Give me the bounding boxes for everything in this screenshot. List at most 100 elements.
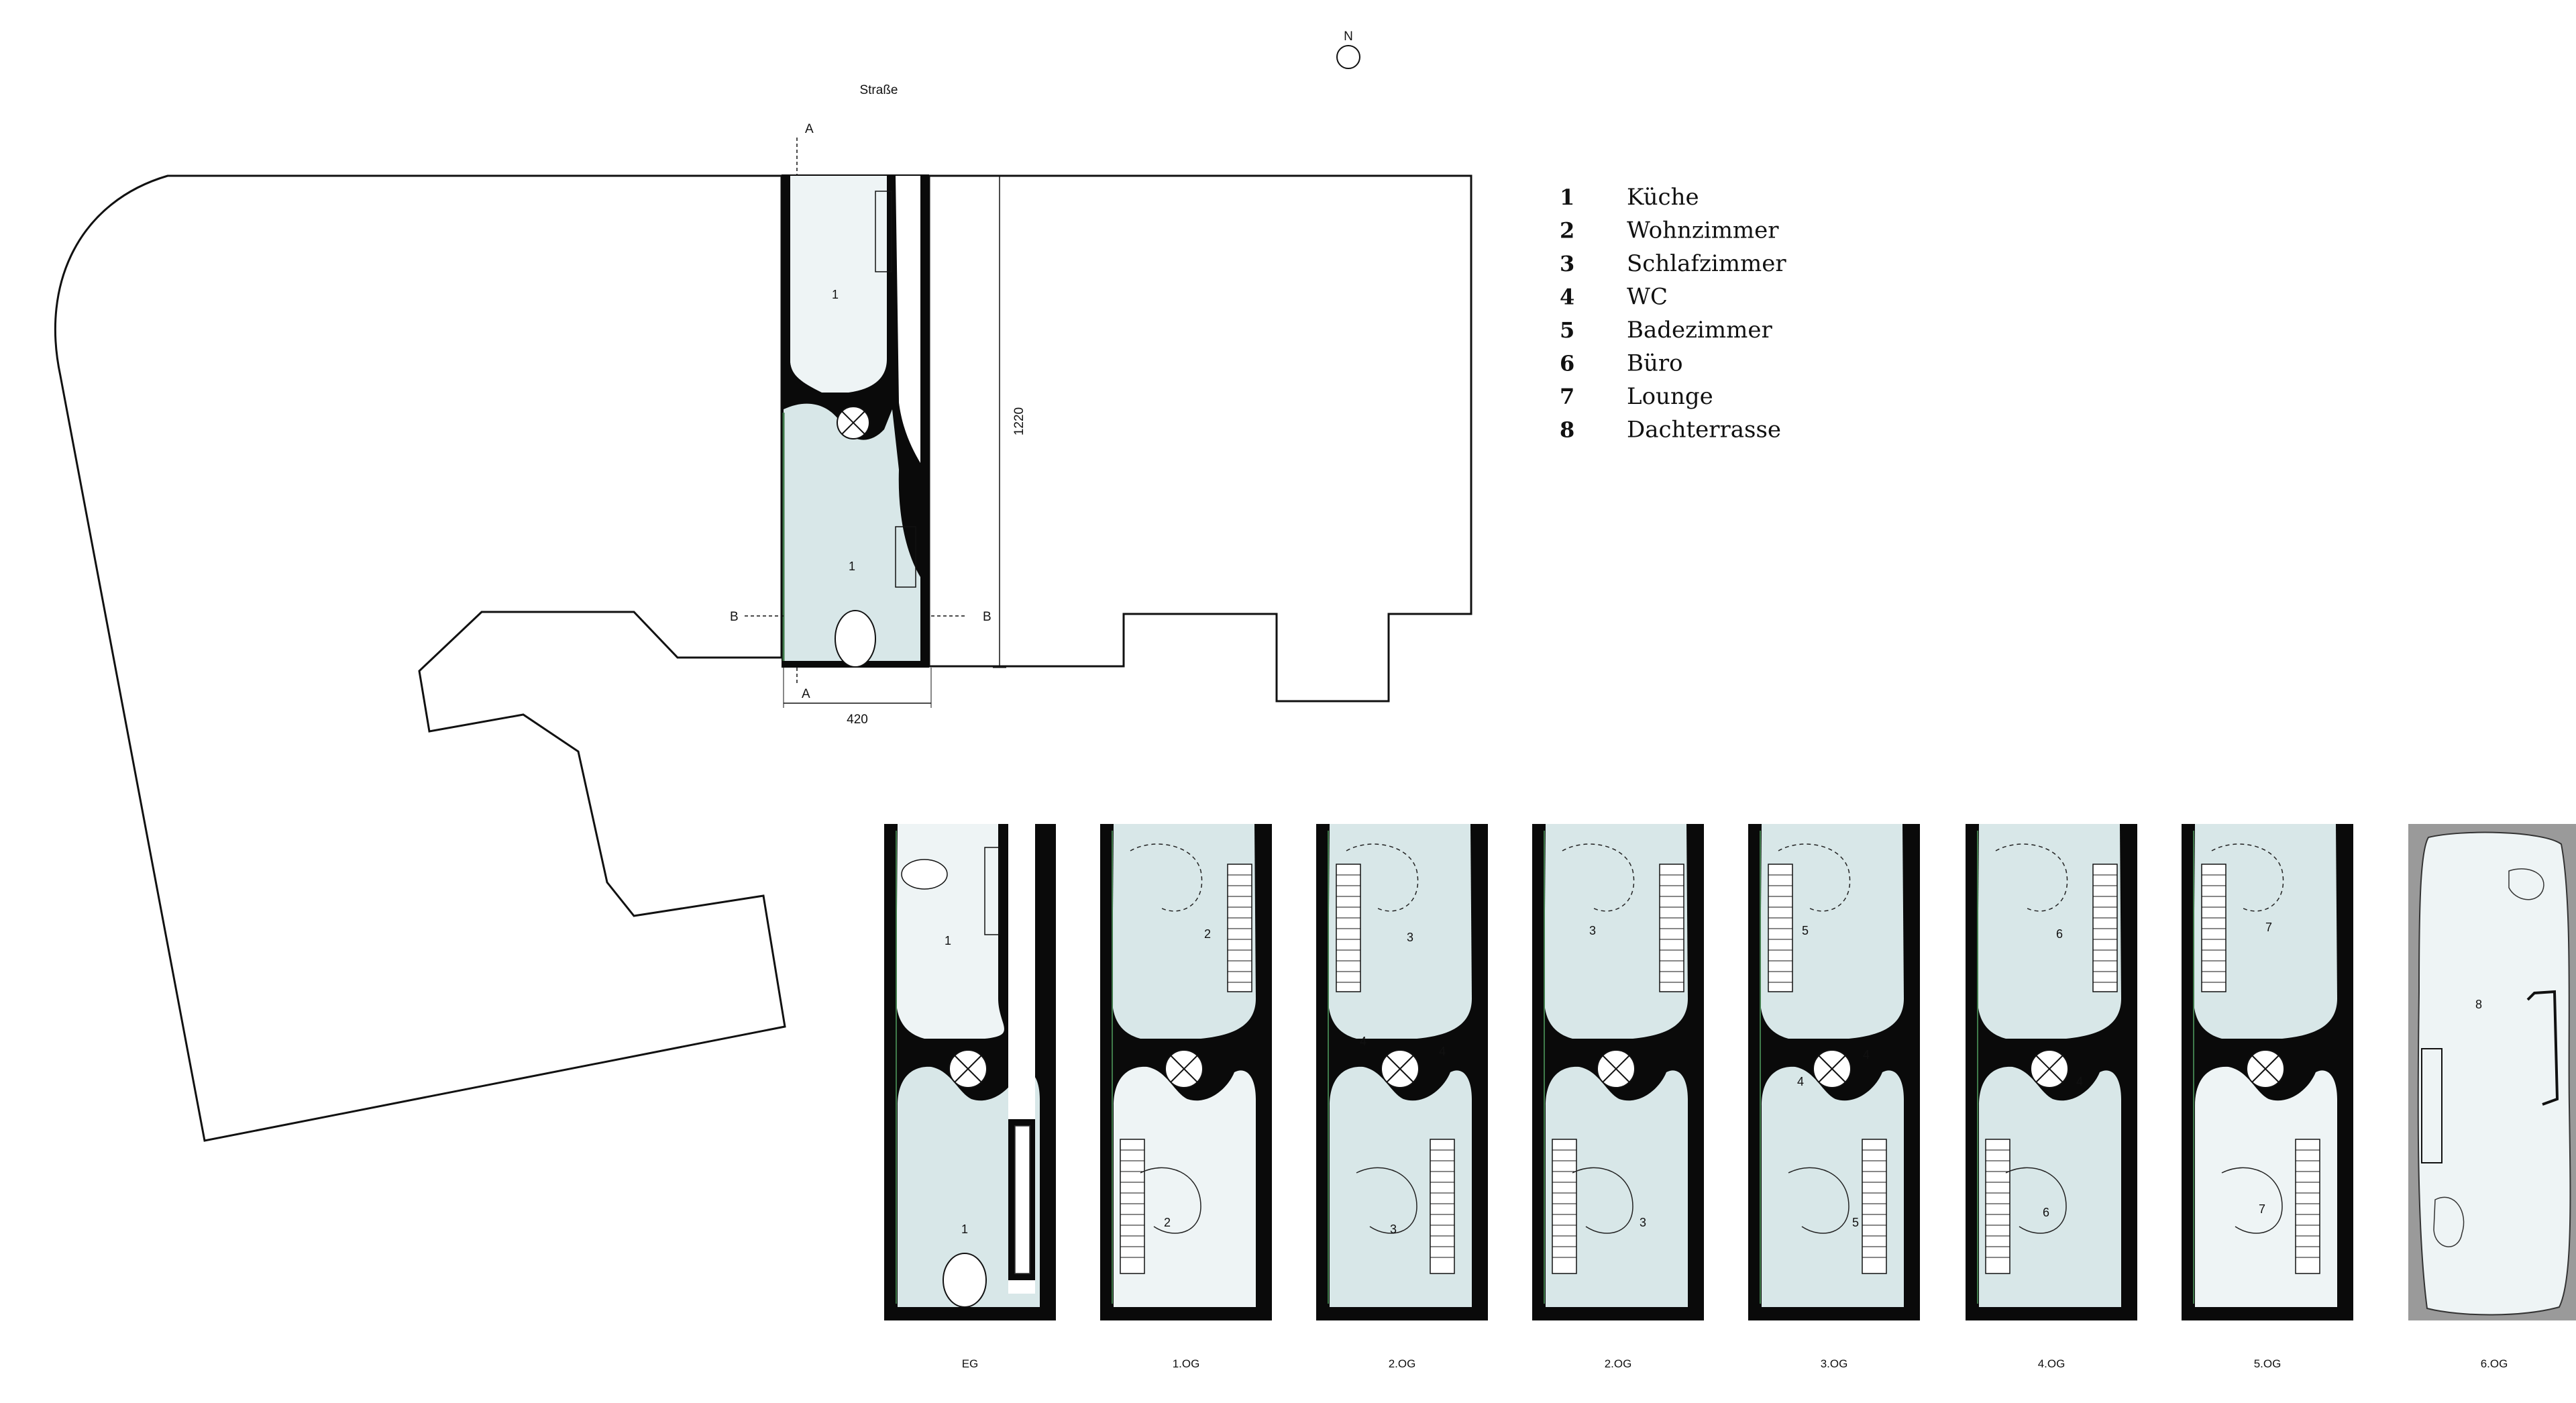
- stair-flight: [2421, 1048, 2443, 1163]
- terrace-area: [2417, 831, 2571, 1316]
- room-number-label: 1: [945, 934, 951, 947]
- skylight-outline: [2526, 990, 2559, 1106]
- spiral-stair-cross: [1602, 1055, 1630, 1083]
- floor-plan: 2 2 1.OG: [1100, 824, 1272, 1370]
- legend-number: 3: [1560, 251, 1574, 276]
- front-room: [1328, 824, 1472, 1039]
- legend-number: 1: [1560, 185, 1574, 210]
- room-number-label: 4: [2076, 1075, 2083, 1088]
- furniture-outline: [1995, 843, 2068, 912]
- floor-level-label: 4.OG: [2038, 1357, 2065, 1370]
- furniture-outline: [2221, 1167, 2283, 1234]
- front-room: [2194, 824, 2337, 1039]
- furniture-outline: [1130, 843, 1203, 912]
- room-number-label: 1: [961, 1223, 968, 1236]
- floor-plan: 1 1EG: [884, 824, 1056, 1370]
- room-number-label: 2: [1164, 1216, 1171, 1229]
- room-number-label: 3: [1589, 924, 1596, 937]
- front-room: [896, 824, 1004, 1039]
- kitchen-counter: [984, 847, 1000, 935]
- legend-label: Lounge: [1627, 383, 1713, 410]
- stair-flight: [2201, 864, 2226, 992]
- room-number-label: 4: [1797, 1075, 1804, 1088]
- dimension-depth: 1220: [993, 175, 1026, 668]
- stair-flight: [1430, 1139, 1455, 1274]
- floor-level-label: 2.OG: [1389, 1357, 1416, 1370]
- legend-label: Dachterrasse: [1627, 417, 1781, 444]
- stair-flight: [895, 526, 916, 588]
- legend-label: Badezimmer: [1627, 317, 1773, 344]
- planter-icon: [2433, 1196, 2465, 1247]
- width-dimension-label: 420: [847, 713, 868, 727]
- stair-flight: [1862, 1139, 1887, 1274]
- stair-flight: [1985, 1139, 2010, 1274]
- stair-flight: [1014, 1125, 1030, 1274]
- adjacent-plot-outline: [928, 174, 1472, 703]
- site-room-label-1: 1: [832, 288, 839, 301]
- room-number-label: 4: [1439, 1045, 1446, 1058]
- floor-level-label: EG: [962, 1357, 979, 1370]
- dining-table-icon: [943, 1253, 987, 1308]
- stair-flight: [1227, 864, 1252, 992]
- table-icon: [901, 859, 948, 890]
- floor-plan: 8 6.OG: [2408, 824, 2576, 1370]
- furniture-outline: [1778, 843, 1851, 912]
- stair-flight: [1659, 864, 1684, 992]
- floor-plan: 3 4 4 3 2.OG: [1316, 824, 1488, 1370]
- furniture-outline: [1562, 843, 1635, 912]
- floor-plans: 11EG221.OG34432.OG332.OG54453.OG6464.OG7…: [884, 824, 2576, 1370]
- room-number-label: 7: [2259, 1202, 2265, 1216]
- legend-label: Küche: [1627, 184, 1699, 211]
- section-a-label-top: A: [805, 122, 814, 136]
- stair-flight: [1120, 1139, 1145, 1274]
- stair-flight: [1768, 864, 1793, 992]
- room-number-label: 8: [2475, 998, 2482, 1011]
- furniture-outline: [1572, 1167, 1633, 1234]
- front-room: [1112, 824, 1256, 1039]
- room-number-label: 5: [1802, 924, 1809, 937]
- stair-flight: [2295, 1139, 2320, 1274]
- furniture-outline: [1356, 1167, 1417, 1234]
- room-number-label: 5: [1852, 1216, 1859, 1229]
- front-room: [1760, 824, 1904, 1039]
- kitchen-counter: [875, 191, 892, 272]
- legend-number: 6: [1560, 351, 1574, 376]
- floor-level-label: 1.OG: [1173, 1357, 1200, 1370]
- house-room-front: [790, 176, 887, 393]
- section-b-markers: B B: [730, 610, 991, 624]
- furniture-outline: [1140, 1167, 1201, 1234]
- site-house-plan: 1 1: [782, 174, 929, 668]
- front-room: [1978, 824, 2121, 1039]
- legend-number: 7: [1560, 384, 1574, 409]
- room-number-label: 3: [1640, 1216, 1646, 1229]
- room-number-label: 2: [1204, 927, 1211, 941]
- north-arrow-icon: N: [1336, 30, 1360, 69]
- section-a-markers: A A: [796, 122, 814, 701]
- dimension-width: 420: [783, 668, 932, 727]
- stair-flight: [1336, 864, 1361, 992]
- floor-plan: 332.OG: [1532, 824, 1704, 1370]
- rear-room: [1979, 1066, 2121, 1307]
- legend-number: 2: [1560, 218, 1574, 244]
- floor-level-label: 5.OG: [2254, 1357, 2282, 1370]
- furniture-outline: [2211, 843, 2284, 912]
- dining-table-icon: [835, 610, 876, 668]
- furniture-outline: [1788, 1167, 1849, 1234]
- furniture-outline: [2005, 1167, 2067, 1234]
- site-room-label-2: 1: [849, 560, 855, 573]
- stair-flight: [1552, 1139, 1577, 1274]
- floor-level-label: 6.OG: [2481, 1357, 2508, 1370]
- room-number-label: 7: [2265, 921, 2272, 934]
- room-number-label: 3: [1407, 931, 1413, 944]
- house-room-rear: [784, 403, 920, 661]
- legend-number: 4: [1560, 284, 1574, 310]
- section-b-label-left: B: [730, 610, 739, 624]
- room-number-label: 4: [1360, 1035, 1366, 1048]
- floor-plan: 7 7 5.OG: [2182, 824, 2353, 1370]
- room-number-label: 3: [1390, 1223, 1397, 1236]
- depth-dimension-label: 1220: [1012, 407, 1026, 435]
- rear-room: [1114, 1066, 1256, 1307]
- room-number-label: 4: [1863, 1048, 1870, 1061]
